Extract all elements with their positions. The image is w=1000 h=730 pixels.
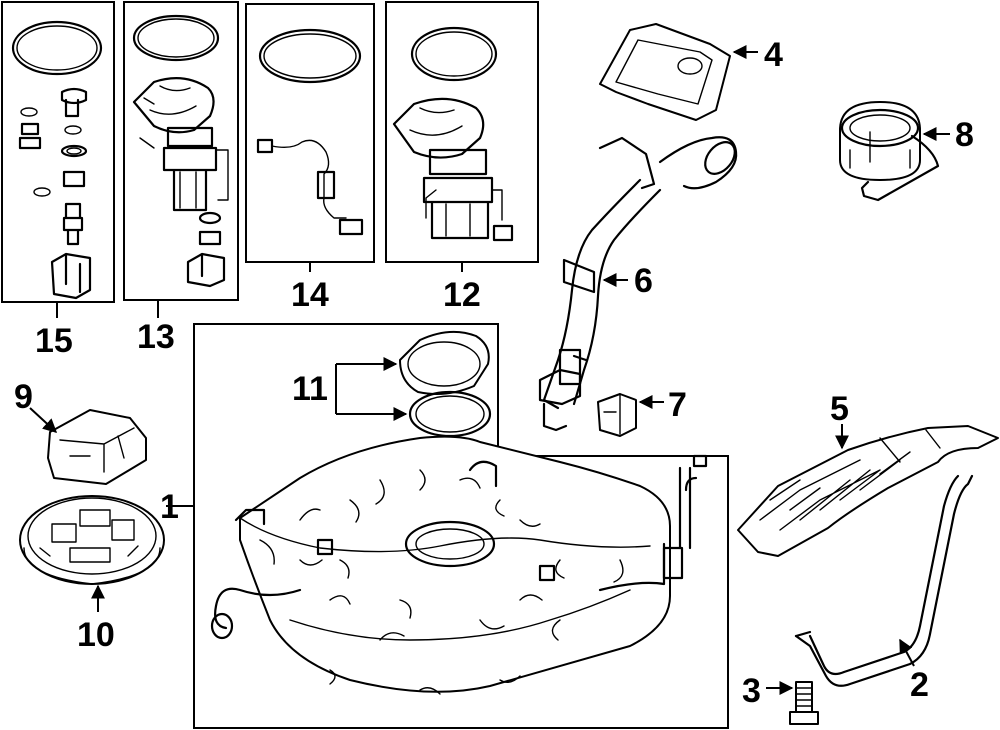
- part-3-bolt: 3: [742, 672, 819, 725]
- callout-5: 5: [830, 390, 849, 428]
- callout-12: 12: [443, 276, 481, 314]
- part-1-fuel-tank-box: 1 11: [160, 323, 729, 729]
- part-11-gaskets: 11: [292, 330, 492, 438]
- callout-1: 1: [160, 488, 179, 526]
- callout-6: 6: [634, 262, 653, 300]
- callout-8: 8: [955, 116, 974, 154]
- part-4-bracket: 4: [599, 23, 783, 121]
- fuel-tank: [210, 435, 708, 695]
- part-14-pump-gasket-harness-box: 14: [245, 3, 375, 314]
- part-15-kit-box: 15: [1, 1, 115, 360]
- callout-14: 14: [291, 276, 329, 314]
- callout-7: 7: [668, 386, 687, 424]
- callout-11: 11: [292, 370, 328, 408]
- callout-3: 3: [742, 672, 761, 710]
- part-8-filler-neck-ring: 8: [839, 101, 974, 202]
- part-5-heat-shield: 5: [737, 390, 999, 557]
- callout-15: 15: [35, 322, 73, 360]
- callout-2: 2: [910, 666, 929, 704]
- part-10-pump-cover-plate: 10: [19, 495, 165, 654]
- callout-9: 9: [14, 378, 33, 416]
- callout-13: 13: [137, 318, 175, 356]
- part-13-fuel-pump-module-box: 13: [123, 1, 239, 356]
- callout-4: 4: [764, 36, 783, 74]
- part-6-filler-pipe: 6: [538, 136, 738, 432]
- part-12-fuel-pump-assembly-box: 12: [385, 1, 539, 314]
- part-7-clip: 7: [597, 386, 687, 437]
- part-2-tank-strap: 2: [794, 474, 974, 704]
- part-9-sender-unit: 9: [14, 378, 147, 485]
- callout-10: 10: [77, 616, 115, 654]
